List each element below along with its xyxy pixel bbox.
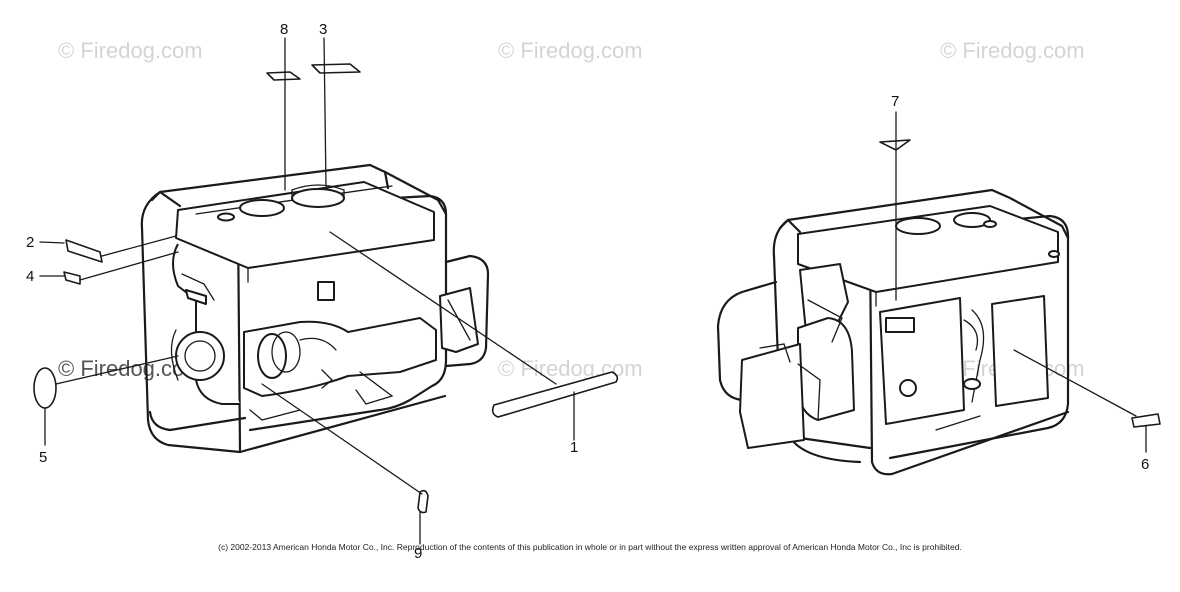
leader-6a xyxy=(1013,349,1137,417)
frame-front-loop xyxy=(140,190,242,454)
watermark: © Firedog.com xyxy=(498,356,643,381)
engine-part xyxy=(885,317,915,333)
part-6-label xyxy=(1131,413,1161,428)
part-5-emblem xyxy=(33,367,57,409)
leader-4b xyxy=(79,251,179,281)
leader-3 xyxy=(323,37,327,187)
right-generator xyxy=(716,188,1070,476)
fuel-cap-top xyxy=(291,184,345,199)
part-7-label xyxy=(879,139,911,151)
engine-detail xyxy=(181,273,215,301)
fuel-cap xyxy=(291,188,345,208)
copyright-notice: (c) 2002-2013 American Honda Motor Co., … xyxy=(218,542,962,552)
recoil-starter xyxy=(175,331,225,381)
engine-detail xyxy=(170,329,179,381)
frame-rail xyxy=(786,218,802,234)
mount-bracket xyxy=(355,371,394,405)
leader-5a xyxy=(55,355,179,385)
left-generator xyxy=(140,163,490,454)
frame-rail xyxy=(158,190,182,208)
engine-detail xyxy=(963,319,979,351)
frame-post xyxy=(868,246,1070,476)
leader-lines xyxy=(39,37,1147,545)
leader-2b xyxy=(101,235,177,257)
leader-1a xyxy=(329,231,557,385)
callout-1[interactable]: 1 xyxy=(570,439,579,456)
recoil-starter-inner xyxy=(184,340,216,372)
control-switch xyxy=(317,281,335,301)
frame-handle xyxy=(716,280,778,402)
oil-cap xyxy=(899,379,917,397)
leader-9a xyxy=(261,383,423,495)
alternator-ring xyxy=(271,331,301,373)
mount-bracket xyxy=(321,369,333,389)
control-panel xyxy=(991,295,1049,407)
watermark: © Firedog.com xyxy=(498,38,643,63)
callout-3[interactable]: 3 xyxy=(319,21,328,38)
mount-bracket xyxy=(935,415,981,431)
mount-bracket xyxy=(249,409,301,421)
frame-rail xyxy=(383,170,448,216)
watermark: © Firedog.com xyxy=(940,38,1085,63)
part-4-label xyxy=(63,271,81,285)
leader-2a xyxy=(39,241,65,244)
engine-detail xyxy=(807,299,843,343)
muffler-detail xyxy=(447,299,471,341)
callout-9[interactable]: 9 xyxy=(414,545,423,562)
callout-4[interactable]: 4 xyxy=(26,268,35,285)
tank-bolt xyxy=(217,212,235,222)
alternator xyxy=(243,317,437,397)
part-1-tube xyxy=(491,371,619,418)
engine-side xyxy=(879,297,965,425)
frame-bottom xyxy=(148,410,247,432)
engine-switch xyxy=(185,289,207,305)
frame-bottom xyxy=(798,436,872,450)
callout-6[interactable]: 6 xyxy=(1141,456,1150,473)
frame-handle xyxy=(444,254,490,368)
fuel-cap xyxy=(895,217,941,235)
callout-8[interactable]: 8 xyxy=(280,21,289,38)
callout-7[interactable]: 7 xyxy=(891,93,900,110)
watermark: © Firedog.com xyxy=(58,38,203,63)
tank-bolt xyxy=(983,220,997,228)
part-3-label xyxy=(311,63,361,74)
part-8-label xyxy=(266,71,301,81)
tank-bolt xyxy=(1048,250,1060,258)
frame-bottom xyxy=(790,438,862,464)
frame-bottom xyxy=(238,394,447,454)
part-2-label xyxy=(65,239,103,263)
fuel-gauge xyxy=(239,199,285,217)
callout-5[interactable]: 5 xyxy=(39,449,48,466)
generator-end xyxy=(797,317,855,421)
callout-2[interactable]: 2 xyxy=(26,234,35,251)
engine-detail xyxy=(971,309,985,403)
part-9-clip xyxy=(417,489,429,514)
battery-box xyxy=(739,343,805,449)
engine-detail xyxy=(759,343,791,363)
engine-detail xyxy=(797,363,821,421)
engine-part xyxy=(963,378,981,390)
engine-detail xyxy=(299,337,337,351)
